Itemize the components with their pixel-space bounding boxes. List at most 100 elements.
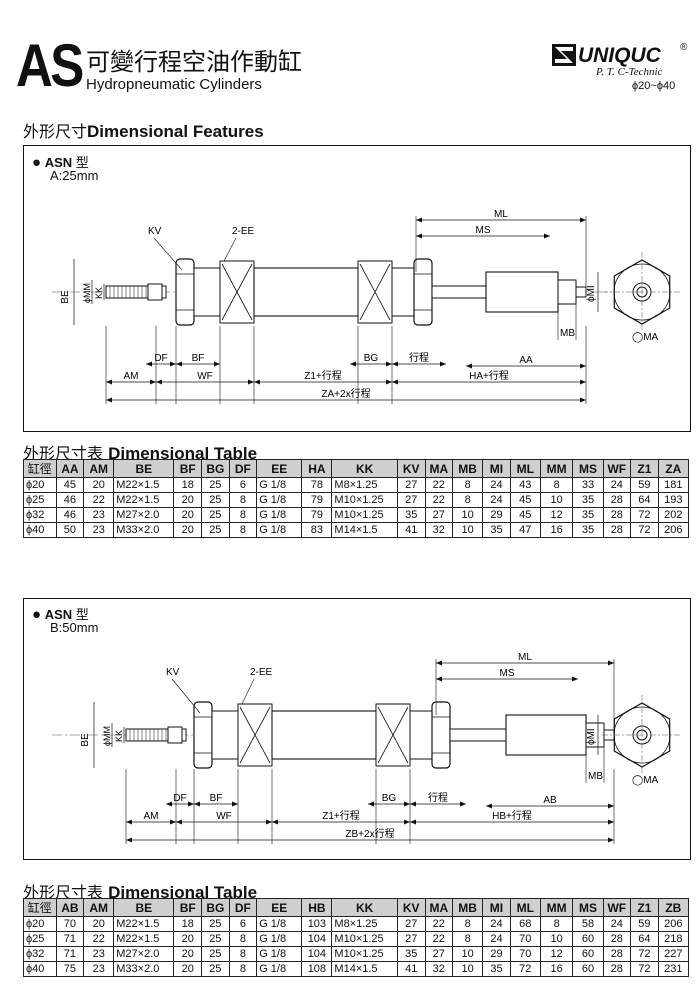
stroke-block	[485, 271, 559, 313]
column-header-kv: KV	[396, 459, 426, 478]
table-cell: M10×1.25	[331, 492, 398, 508]
table-cell: 8	[539, 916, 574, 932]
table-cell: 78	[301, 477, 333, 493]
column-header-zb: ZB	[657, 898, 690, 917]
table-cell: 18	[173, 916, 203, 932]
ma-label: ◯MA	[632, 332, 659, 343]
stroke-dim-arrows	[410, 801, 466, 807]
table-cell: 8	[539, 477, 574, 493]
column-header-ee: EE	[256, 459, 303, 478]
features-title-cn: 外形尺寸	[23, 122, 88, 141]
column-header-kv: KV	[396, 898, 426, 917]
table-cell: 12	[539, 946, 574, 962]
column-header-bg: BG	[201, 898, 230, 917]
table-cell: 22	[424, 492, 454, 508]
mi-label: ϕMI	[586, 728, 597, 745]
rear-rod	[431, 285, 487, 299]
stroke-dim-arrows	[392, 361, 446, 367]
ma-label: ◯MA	[632, 775, 659, 786]
table-cell: 20	[83, 477, 115, 493]
table-cell: 72	[630, 507, 659, 523]
column-header-z1: Z1	[630, 898, 659, 917]
table-cell: 70	[509, 946, 541, 962]
column-header-be: BE	[113, 898, 175, 917]
table-cell: 70	[509, 931, 541, 947]
table-cell: 193	[657, 492, 690, 508]
ee-leader	[241, 678, 255, 705]
column-header-wf: WF	[602, 459, 632, 478]
table-cell: 24	[482, 916, 511, 932]
series-code: AS	[16, 32, 84, 99]
table-cell: M10×1.25	[331, 946, 398, 962]
table-cell: 28	[602, 507, 632, 523]
column-header-mb: MB	[452, 459, 484, 478]
table-cell: 35	[572, 522, 604, 538]
table-cell: 18	[173, 477, 203, 493]
column-header-ha: HA	[301, 459, 333, 478]
brand-name: UNIQUC	[578, 44, 661, 67]
table-cell: 202	[657, 507, 690, 523]
table-cell: ϕ40	[23, 522, 57, 538]
rear-nut	[431, 701, 451, 769]
table-cell: M22×1.5	[113, 931, 175, 947]
table-cell: 10	[452, 946, 484, 962]
table-cell: G 1/8	[256, 522, 303, 538]
table-cell: 46	[55, 492, 85, 508]
table-cell: 6	[228, 477, 258, 493]
am-dim-arrows	[126, 819, 176, 825]
table-cell: 71	[55, 931, 85, 947]
table-cell: 20	[83, 916, 115, 932]
column-header-mi: MI	[482, 898, 511, 917]
rear-thread-body	[391, 267, 415, 317]
table-cell: 35	[482, 961, 511, 977]
ms-dim-label: MS	[500, 668, 515, 679]
table-cell: 103	[301, 916, 333, 932]
column-header-hb: HB	[301, 898, 333, 917]
table-cell: 20	[173, 931, 203, 947]
column-header-ml: ML	[509, 898, 541, 917]
table-cell: 75	[55, 961, 85, 977]
kv-label: KV	[166, 667, 180, 678]
table-cell: ϕ25	[23, 492, 57, 508]
table-cell: 23	[83, 961, 115, 977]
table-cell: 72	[630, 946, 659, 962]
table-cell: 181	[657, 477, 690, 493]
table-title-a: 外形尺寸表 Dimensional Table	[23, 444, 258, 463]
ee-label: 2-EE	[232, 226, 255, 237]
table-cell: 10	[452, 961, 484, 977]
table-cell: 24	[482, 931, 511, 947]
table-cell: 16	[539, 522, 574, 538]
column-header-mm: MM	[539, 898, 574, 917]
table-cell: M27×2.0	[113, 507, 175, 523]
wf-dim-label: WF	[216, 811, 232, 822]
column-header-bf: BF	[173, 459, 203, 478]
table-cell: 60	[572, 931, 604, 947]
column-header-ms: MS	[572, 898, 604, 917]
table-cell: 24	[602, 477, 632, 493]
table-cell: M33×2.0	[113, 961, 175, 977]
table-cell: 27	[424, 946, 454, 962]
ml-dim-label: ML	[494, 209, 508, 220]
mi-label: ϕMI	[586, 285, 597, 302]
z1-dim-label: Z1+行程	[322, 809, 360, 822]
table-cell: 23	[83, 522, 115, 538]
table-cell: 22	[424, 477, 454, 493]
table-cell: 27	[396, 916, 426, 932]
table-cell: 22	[83, 931, 115, 947]
table-cell: 22	[83, 492, 115, 508]
brand-mark-icon	[552, 44, 576, 66]
mm-label: ϕMM	[102, 726, 112, 746]
table-cell: 70	[55, 916, 85, 932]
table-cell: 25	[201, 946, 230, 962]
column-header-bore: 缸徑	[23, 459, 57, 478]
table-cell: 60	[572, 961, 604, 977]
column-header-be: BE	[113, 459, 175, 478]
table-cell: 10	[539, 931, 574, 947]
front-port-block-cross	[221, 263, 253, 321]
table-cell: 23	[83, 946, 115, 962]
table-cell: 35	[396, 946, 426, 962]
table-cell: M33×2.0	[113, 522, 175, 538]
ml-dim-label: ML	[518, 652, 532, 663]
